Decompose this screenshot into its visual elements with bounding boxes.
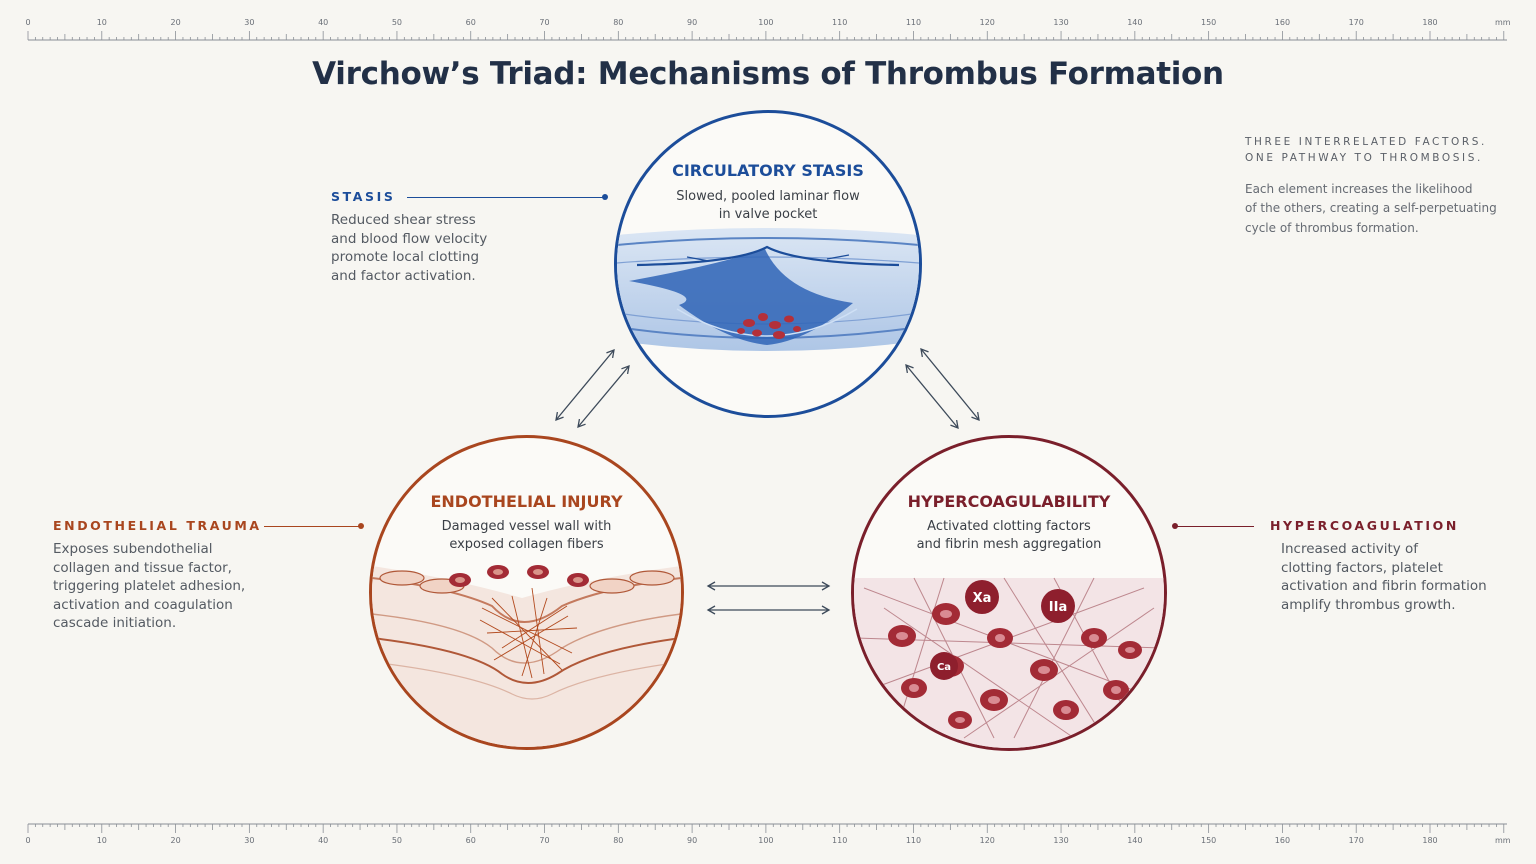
valve-pocket-illustration [617, 228, 919, 351]
hypercoagulation-leader-line [1176, 526, 1254, 527]
ruler-label: 130 [1053, 18, 1069, 27]
injury-heading: ENDOTHELIAL INJURY [430, 492, 623, 511]
ruler-label: 10 [96, 836, 107, 845]
ruler-label: 60 [465, 836, 476, 845]
ruler-label: 30 [244, 18, 255, 27]
factor-iia-badge: IIa [1041, 589, 1075, 623]
ruler-label: 0 [25, 836, 31, 845]
ruler-label: 140 [1127, 836, 1143, 845]
trauma-leader-dot [358, 523, 364, 529]
ruler-label: 110 [832, 836, 848, 845]
ruler-label: 70 [539, 18, 550, 27]
ruler-label: 100 [758, 836, 774, 845]
top-ruler: 0 10 20 30 40 50 60 70 80 90 100 110 110 120 130 140 150… [0, 14, 1536, 54]
page-title: Virchow’s Triad: Mechanisms of Thrombus … [312, 56, 1224, 92]
ruler-label: 160 [1274, 836, 1291, 845]
arrow-stasis-injury-1 [555, 348, 615, 422]
ruler-label: 100 [758, 18, 774, 27]
ruler-label: 120 [979, 836, 995, 845]
ruler-label: 110 [905, 836, 922, 845]
ruler-label: 150 [1200, 836, 1217, 845]
ruler-label: 110 [832, 18, 848, 27]
ruler-label: 60 [465, 18, 476, 27]
ruler-label: 90 [687, 18, 698, 27]
note-text: Each element increases the likelihood of… [1245, 182, 1497, 235]
ruler-label: 40 [318, 18, 329, 27]
ruler-label: 170 [1348, 836, 1364, 845]
stasis-leader-dot [602, 194, 608, 200]
stasis-circle: CIRCULATORY STASIS Slowed, pooled lamina… [614, 110, 922, 418]
svg-text:Ca: Ca [937, 662, 951, 673]
ruler-label: 80 [613, 836, 624, 845]
calcium-badge: Ca [930, 652, 958, 680]
arrow-stasis-hyper-1 [920, 347, 980, 422]
hyper-sub-line1: Activated clotting factors [927, 519, 1091, 534]
svg-text:Xa: Xa [973, 591, 992, 606]
ruler-label: 0 [25, 18, 31, 27]
ruler-label: 140 [1127, 18, 1143, 27]
stasis-heading: CIRCULATORY STASIS [672, 161, 864, 180]
ruler-label: 70 [539, 836, 550, 845]
ruler-label: 150 [1200, 18, 1217, 27]
ruler-label: 50 [391, 18, 403, 27]
ruler-unit: mm [1495, 18, 1511, 27]
ruler-label: 180 [1422, 18, 1438, 27]
ruler-label: 20 [170, 836, 181, 845]
arrow-stasis-injury-2 [577, 364, 630, 429]
arrow-stasis-hyper-2 [905, 363, 959, 430]
ruler-label: 90 [687, 836, 698, 845]
ruler-label: 10 [96, 18, 107, 27]
hypercoagulation-callout-label: HYPERCOAGULATION [1270, 518, 1459, 533]
ruler-unit: mm [1495, 836, 1511, 845]
bottom-ruler: 0 10 20 30 40 50 60 70 80 90 100 110 110 120 130 140 150… [0, 816, 1536, 856]
injury-sub-line1: Damaged vessel wall with [441, 519, 612, 534]
trauma-callout-text: Exposes subendothelial collagen and tiss… [53, 541, 246, 632]
ruler-label: 40 [318, 836, 329, 845]
injury-circle: ENDOTHELIAL INJURY Damaged vessel wall w… [369, 435, 684, 750]
stasis-callout-text: Reduced shear stress and blood flow velo… [331, 212, 488, 284]
ruler-label: 130 [1053, 836, 1069, 845]
stasis-callout-label: STASIS [331, 189, 396, 204]
svg-text:IIa: IIa [1049, 600, 1067, 615]
ruler-label: 20 [170, 18, 181, 27]
ruler-label: 30 [244, 836, 255, 845]
ruler-label: 80 [613, 18, 624, 27]
trauma-callout-label: ENDOTHELIAL TRAUMA [53, 518, 262, 533]
vessel-wall-illustration [372, 565, 681, 747]
ruler-label: 180 [1422, 836, 1438, 845]
ruler-label: 120 [979, 18, 995, 27]
ruler-label: 110 [905, 18, 922, 27]
note-heading: THREE INTERRELATED FACTORS. ONE PATHWAY … [1245, 136, 1487, 164]
factor-xa-badge: Xa [965, 580, 999, 614]
ruler-label: 160 [1274, 18, 1291, 27]
hyper-heading: HYPERCOAGULABILITY [907, 492, 1111, 511]
injury-sub-line2: exposed collagen fibers [449, 537, 604, 552]
hyper-sub-line2: and fibrin mesh aggregation [916, 537, 1102, 552]
fibrin-mesh-illustration: Xa IIa Ca [854, 577, 1164, 748]
hypercoagulation-callout-text: Increased activity of clotting factors, … [1281, 541, 1487, 613]
stasis-sub-line2: in valve pocket [718, 207, 818, 222]
stasis-leader-line [407, 197, 605, 198]
stasis-sub-line1: Slowed, pooled laminar flow [676, 189, 860, 204]
ruler-label: 50 [391, 836, 403, 845]
hypercoagulation-leader-dot [1172, 523, 1178, 529]
trauma-leader-line [264, 526, 360, 527]
hyper-circle: Xa IIa Ca HYPERCOAGULABILITY Activated c… [851, 435, 1167, 751]
ruler-label: 170 [1348, 18, 1364, 27]
